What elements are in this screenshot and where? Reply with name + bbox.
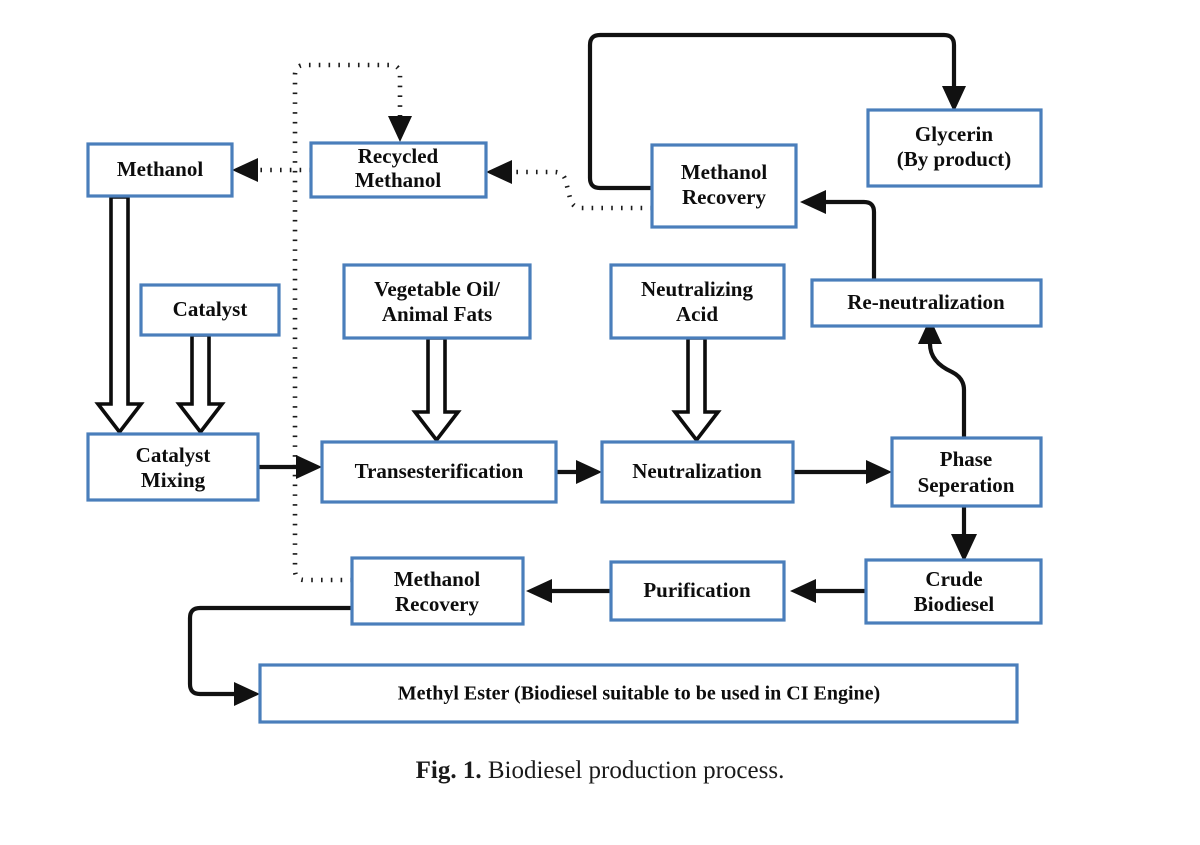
- edge-recycled-methanol-to-methanol: [232, 158, 311, 182]
- edge-re-neutralization-to-methanol-recovery-top: [800, 190, 877, 280]
- node-phase-separation[interactable]: Phase Seperation: [890, 436, 1043, 508]
- node-methanol-recovery-top-line1: Methanol: [681, 160, 767, 184]
- edge-neutralization-to-phase-separation: [793, 460, 892, 484]
- node-glycerin-line2: (By product): [897, 147, 1012, 171]
- node-methanol-label: Methanol: [117, 157, 203, 181]
- node-phase-separation-line2: Seperation: [918, 473, 1015, 497]
- edge-phase-separation-to-re-neutralization: [918, 318, 967, 440]
- edge-vegetable-oil-to-transesterification: [411, 336, 462, 443]
- node-purification[interactable]: Purification: [609, 560, 786, 622]
- node-glycerin-line1: Glycerin: [915, 122, 993, 146]
- edge-methanol-recovery-bottom-to-recycled-methanol: [292, 62, 412, 583]
- node-catalyst-mixing-line1: Catalyst: [136, 443, 211, 467]
- node-methanol-recovery-top[interactable]: Methanol Recovery: [650, 143, 798, 229]
- node-crude-biodiesel[interactable]: Crude Biodiesel: [864, 558, 1043, 625]
- node-glycerin[interactable]: Glycerin (By product): [866, 108, 1043, 188]
- node-neutralizing-acid[interactable]: Neutralizing Acid: [609, 263, 786, 340]
- node-crude-biodiesel-line2: Biodiesel: [914, 592, 995, 616]
- edge-methanol-to-catalyst-mixing: [94, 195, 145, 435]
- node-crude-biodiesel-line1: Crude: [925, 567, 982, 591]
- node-methanol-recovery-bottom-line1: Methanol: [394, 567, 480, 591]
- node-methanol-recovery-bottom-line2: Recovery: [395, 592, 479, 616]
- node-vegetable-oil[interactable]: Vegetable Oil/ Animal Fats: [342, 263, 532, 340]
- node-methanol-recovery-top-line2: Recovery: [682, 185, 766, 209]
- node-recycled-methanol[interactable]: Recycled Methanol: [309, 141, 488, 199]
- node-neutralizing-acid-line2: Acid: [676, 302, 718, 326]
- node-vegetable-oil-line2: Animal Fats: [382, 302, 492, 326]
- node-neutralization-label: Neutralization: [632, 459, 762, 483]
- node-methanol[interactable]: Methanol: [86, 142, 234, 198]
- edge-purification-to-methanol-recovery-bottom: [526, 579, 611, 603]
- node-transesterification-label: Transesterification: [355, 459, 524, 483]
- node-catalyst-mixing-line2: Mixing: [141, 468, 206, 492]
- edge-catalyst-mixing-to-transesterification: [258, 455, 322, 479]
- edge-neutralizing-acid-to-neutralization: [671, 336, 722, 443]
- edge-transesterification-to-neutralization: [556, 460, 602, 484]
- node-re-neutralization-label: Re-neutralization: [847, 290, 1005, 314]
- node-vegetable-oil-line1: Vegetable Oil/: [374, 277, 501, 301]
- node-recycled-methanol-line2: Methanol: [355, 168, 441, 192]
- edge-methanol-recovery-top-to-recycled-methanol: [486, 160, 652, 211]
- node-neutralizing-acid-line1: Neutralizing: [641, 277, 753, 301]
- node-recycled-methanol-line1: Recycled: [358, 144, 439, 168]
- node-methanol-recovery-bottom[interactable]: Methanol Recovery: [350, 556, 525, 626]
- edge-catalyst-to-catalyst-mixing: [175, 333, 226, 435]
- node-methyl-ester-label: Methyl Ester (Biodiesel suitable to be u…: [398, 683, 880, 705]
- edge-methanol-recovery-top-to-glycerin: [587, 32, 966, 191]
- node-phase-separation-line1: Phase: [940, 447, 993, 471]
- edge-crude-biodiesel-to-purification: [790, 579, 866, 603]
- node-catalyst-label: Catalyst: [173, 297, 248, 321]
- node-transesterification[interactable]: Transesterification: [320, 440, 558, 504]
- node-methyl-ester[interactable]: Methyl Ester (Biodiesel suitable to be u…: [258, 663, 1019, 724]
- node-neutralization[interactable]: Neutralization: [600, 440, 795, 504]
- figure-caption-text: Biodiesel production process.: [487, 757, 785, 784]
- node-catalyst-mixing[interactable]: Catalyst Mixing: [86, 432, 260, 502]
- node-catalyst[interactable]: Catalyst: [139, 283, 281, 337]
- node-re-neutralization[interactable]: Re-neutralization: [810, 278, 1043, 328]
- figure-caption-prefix: Fig. 1.: [415, 757, 482, 784]
- node-purification-label: Purification: [643, 578, 751, 602]
- edge-phase-separation-to-crude-biodiesel: [951, 506, 977, 562]
- edge-methanol-recovery-bottom-to-methyl-ester: [187, 605, 352, 706]
- figure-caption: Fig. 1. Biodiesel production process.: [0, 757, 1200, 785]
